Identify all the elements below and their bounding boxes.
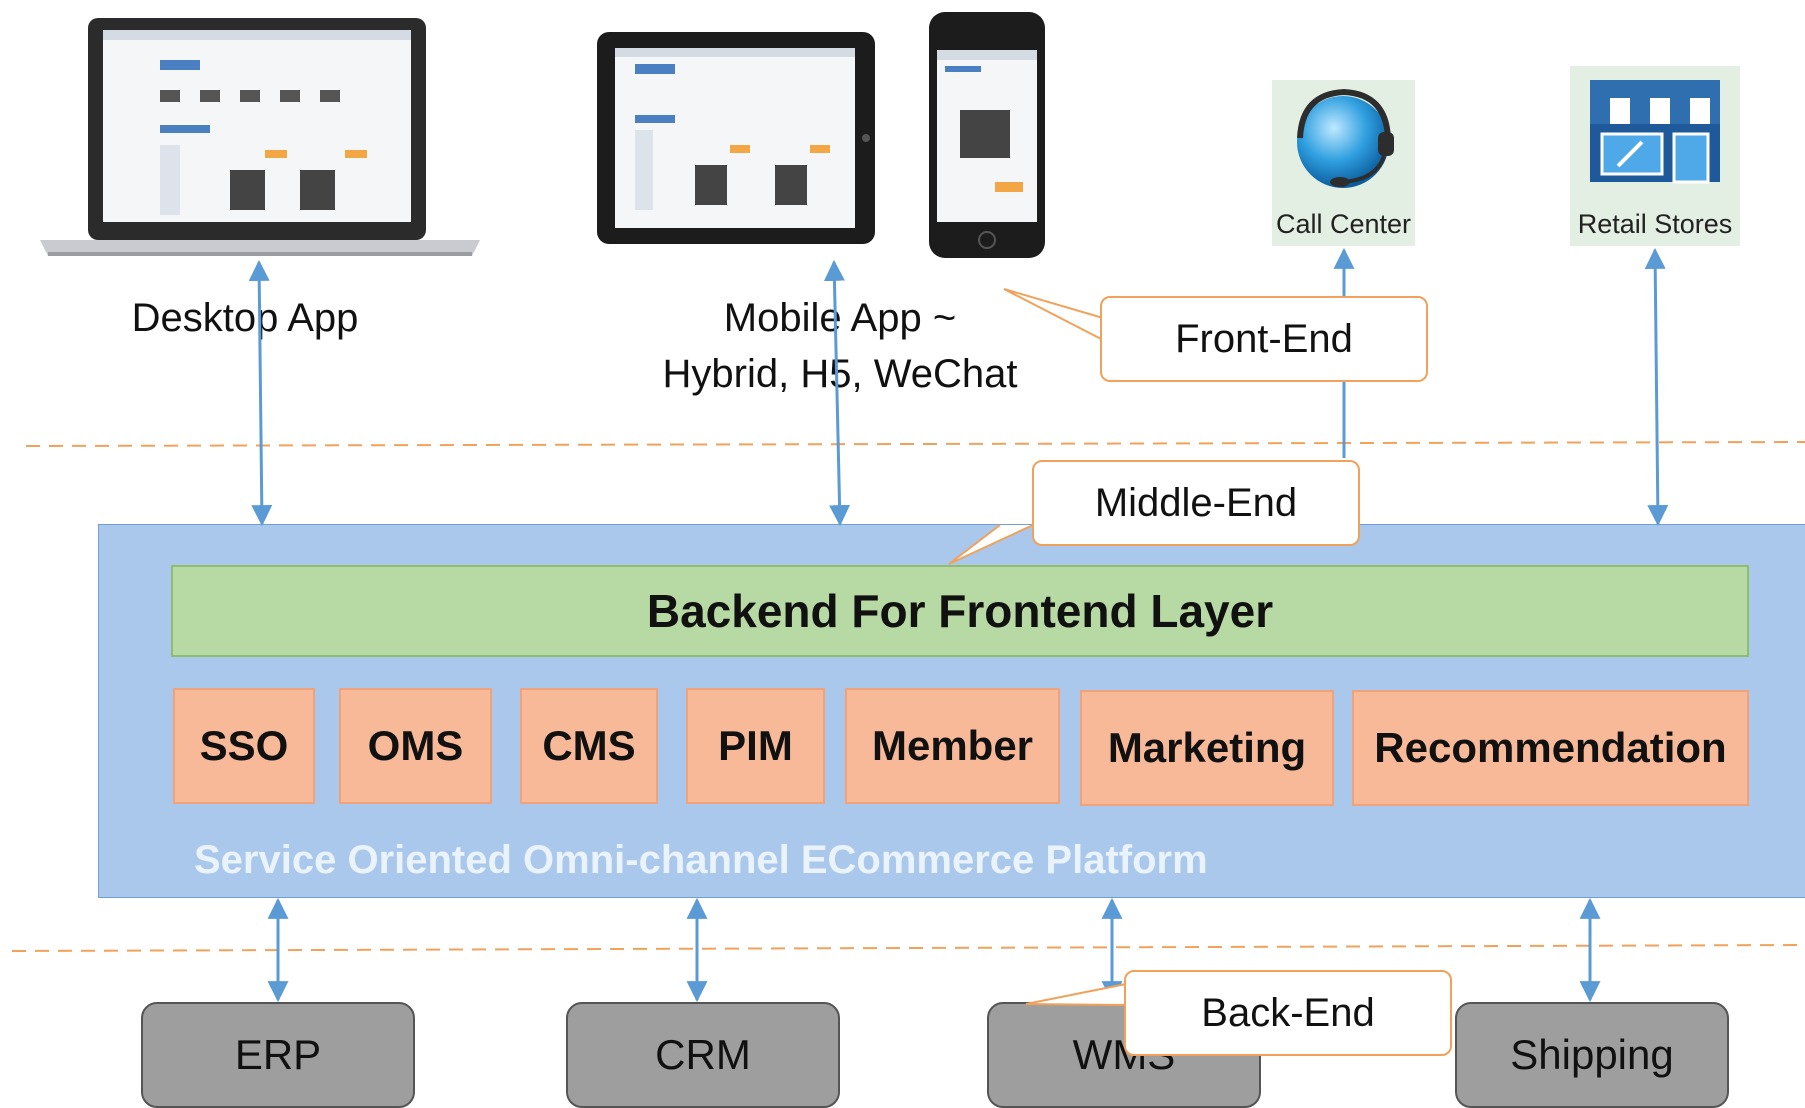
back-end-callout: Back-End <box>1124 970 1452 1056</box>
desktop-arrow <box>248 259 273 527</box>
call-center-label: Call Center <box>1275 209 1412 239</box>
call-center-tile: Call Center <box>1272 80 1415 246</box>
system-crm: CRM <box>566 1002 840 1108</box>
front-end-callout-tail <box>1003 288 1104 341</box>
phone-icon <box>929 12 1045 258</box>
storefront-icon <box>1590 80 1720 184</box>
mobile-arrow <box>823 259 851 527</box>
front-end-callout: Front-End <box>1100 296 1428 382</box>
service-oms: OMS <box>339 688 492 804</box>
desktop-app-label: Desktop App <box>131 296 359 340</box>
platform-name: Service Oriented Omni-channel ECommerce … <box>194 838 1208 882</box>
service-sso: SSO <box>173 688 315 804</box>
service-marketing: Marketing <box>1080 690 1334 806</box>
system-shipping: Shipping <box>1455 1002 1729 1108</box>
bff-layer: Backend For Frontend Layer <box>171 565 1749 657</box>
middle-back-divider <box>11 944 1805 952</box>
retail-stores-tile: Retail Stores <box>1570 66 1740 246</box>
headset-globe-icon <box>1297 88 1394 188</box>
retail-stores-label: Retail Stores <box>1577 209 1733 239</box>
front-middle-divider <box>25 441 1805 447</box>
middle-end-callout: Middle-End <box>1032 460 1360 546</box>
laptop-icon <box>40 18 480 256</box>
system-erp: ERP <box>141 1002 415 1108</box>
tablet-icon <box>597 32 875 244</box>
service-cms: CMS <box>520 688 658 804</box>
back-end-callout-tail <box>1025 983 1127 1006</box>
middle-end-callout-tail <box>948 524 1034 565</box>
retail-stores-arrow <box>1644 247 1669 527</box>
service-recommendation: Recommendation <box>1352 690 1749 806</box>
service-member: Member <box>845 688 1060 804</box>
service-pim: PIM <box>686 688 825 804</box>
